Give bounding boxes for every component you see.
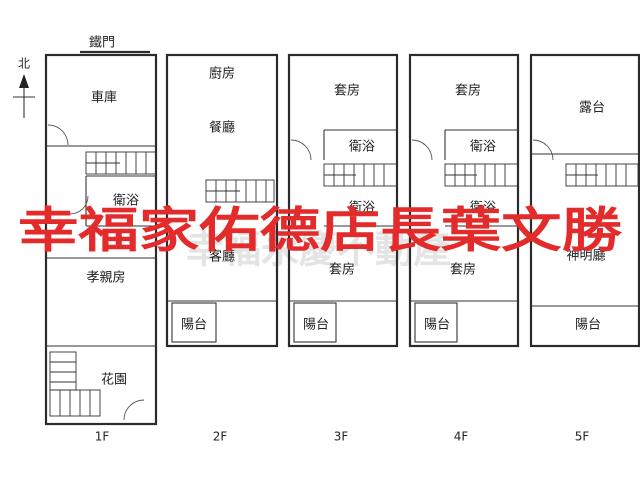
floor-3f-balcony-box	[293, 302, 337, 343]
floor-1f-stairs-icon	[85, 151, 157, 175]
floor-4f-stairs-icon	[444, 163, 519, 187]
floor-2f-label: 2F	[213, 430, 228, 444]
floor-2f-kitchen-label: 廚房	[209, 66, 235, 82]
ghost-watermark: 幸福永慶不動產	[185, 228, 451, 272]
floor-3f-suite2-label: 套房	[329, 262, 355, 278]
floor-3f-outline	[287, 53, 399, 348]
floor-5f-label: 5F	[575, 430, 590, 444]
floor-4f-suite2-label: 套房	[450, 262, 476, 278]
floor-3f-bath1-label: 衛浴	[349, 140, 375, 155]
floor-5f-balcony-label: 陽台	[575, 318, 601, 333]
floor-3f-stairs-icon	[323, 163, 398, 187]
floor-1f-garden-label: 花園	[101, 372, 127, 388]
floor-2f: 廚房 餐廳 客廳 陽台 2F	[165, 53, 279, 444]
floor-4f-balcony-box	[414, 302, 458, 343]
floor-3f-balcony-label: 陽台	[303, 318, 329, 333]
watermark-text: 幸福家佑德店長葉文勝	[18, 203, 623, 259]
floor-5f-door-icon	[532, 139, 554, 161]
floor-2f-balcony-label: 陽台	[181, 318, 207, 333]
floor-1f-outline	[44, 53, 158, 426]
floor-1f-door-icon	[47, 124, 69, 146]
floor-2f-stairs-icon	[205, 179, 275, 203]
compass-north-label: 北	[18, 57, 30, 71]
floor-2f-living-label: 客廳	[209, 249, 235, 265]
floor-3f: 套房 衛浴 衛浴 套房 陽台 3F	[287, 53, 399, 444]
floor-4f-bath2-label: 衛浴	[470, 201, 496, 216]
floor-2f-balcony-box	[171, 302, 217, 343]
north-compass: 北	[13, 57, 35, 118]
floor-4f-label: 4F	[454, 430, 469, 444]
floor-1f-lower-stairs-icon	[49, 351, 101, 417]
floor-5f-terrace-label: 露台	[579, 101, 605, 116]
floor-2f-outline	[165, 53, 279, 348]
floor-2f-dining-label: 餐廳	[209, 120, 235, 136]
floor-4f-outline	[408, 53, 520, 348]
floor-3f-door-icon	[290, 139, 312, 161]
floor-1f: 鐵門 車庫 衛浴 孝親房 花園 1F	[44, 35, 158, 444]
floor-1f-elder-room-label: 孝親房	[86, 270, 125, 286]
floor-5f-shrine-label: 神明廳	[566, 248, 605, 264]
floor-5f-outline	[529, 53, 640, 348]
floor-3f-label: 3F	[334, 430, 349, 444]
floor-5f-stairs-icon	[565, 163, 639, 187]
floor-1f-bath-label: 衛浴	[113, 194, 139, 209]
floor-1f-gate-label: 鐵門	[89, 35, 115, 51]
floor-4f-bath1-label: 衛浴	[470, 140, 496, 155]
floor-3f-suite1-label: 套房	[334, 83, 360, 99]
compass-arrow-icon	[19, 74, 29, 88]
floor-1f-bath-door-icon	[69, 195, 89, 215]
floor-1f-label: 1F	[95, 430, 110, 444]
floor-1f-garden-door-icon	[123, 399, 145, 421]
floor-5f: 露台 神明廳 陽台 5F	[529, 53, 640, 444]
floor-4f: 套房 衛浴 衛浴 套房 陽台 4F	[408, 53, 520, 444]
floor-4f-door-icon	[411, 139, 433, 161]
floor-1f-garage-label: 車庫	[91, 91, 117, 106]
floor-3f-bath2-label: 衛浴	[349, 201, 375, 216]
floor-4f-balcony-label: 陽台	[424, 318, 450, 333]
floor-4f-suite1-label: 套房	[455, 83, 481, 99]
